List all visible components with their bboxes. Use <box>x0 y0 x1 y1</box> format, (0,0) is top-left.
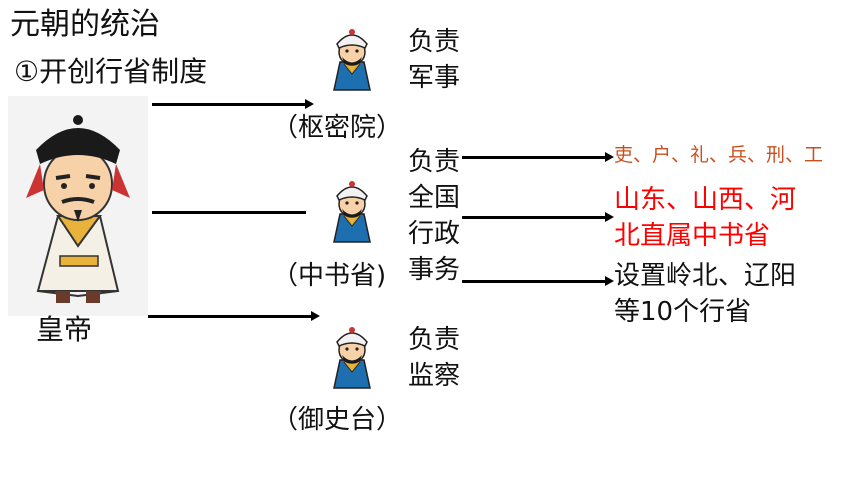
duty-line: 事务 <box>408 255 461 285</box>
privy-council-name: （枢密院） <box>272 113 403 143</box>
provinces-line: 设置岭北、辽阳 <box>614 261 797 291</box>
official-figure-icon <box>333 327 371 389</box>
secretariat-name: （中书省) <box>272 261 387 291</box>
arrow-to-censorate <box>148 311 320 321</box>
page-title: 元朝的统治 <box>10 7 160 42</box>
provinces-text: 设置岭北、辽阳 等10个行省 <box>614 258 796 330</box>
arrow-to-direct-area <box>462 212 614 222</box>
provinces-line: 等10个行省 <box>614 297 752 327</box>
duty-line: 负责 <box>408 27 461 57</box>
arrow-to-six-ministries <box>462 152 614 162</box>
six-ministries-text: 吏、户、礼、兵、刑、工 <box>614 144 824 166</box>
duty-line: 军事 <box>408 63 461 93</box>
line-to-secretariat <box>152 211 306 214</box>
official-figure-icon <box>333 181 371 243</box>
emperor-figure-icon <box>26 115 130 303</box>
official-figure-icon <box>333 29 371 91</box>
duty-line: 全国 <box>408 183 461 213</box>
direct-area-line: 北直属中书省 <box>614 221 771 251</box>
duty-line: 行政 <box>408 219 461 249</box>
direct-area-line: 山东、山西、河 <box>614 185 797 215</box>
direct-area-text: 山东、山西、河 北直属中书省 <box>614 182 796 254</box>
duty-line: 负责 <box>408 325 461 355</box>
secretariat-duty: 负责 全国 行政 事务 <box>408 144 460 288</box>
privy-council-duty: 负责 军事 <box>408 24 460 96</box>
emperor-label: 皇帝 <box>36 313 93 346</box>
duty-line: 负责 <box>408 147 461 177</box>
page-subtitle: ①开创行省制度 <box>14 55 208 88</box>
arrow-to-provinces <box>462 276 614 286</box>
censorate-duty: 负责 监察 <box>408 322 460 394</box>
censorate-name: （御史台） <box>272 405 403 435</box>
arrow-to-privy-council <box>152 99 314 109</box>
duty-line: 监察 <box>408 361 461 391</box>
